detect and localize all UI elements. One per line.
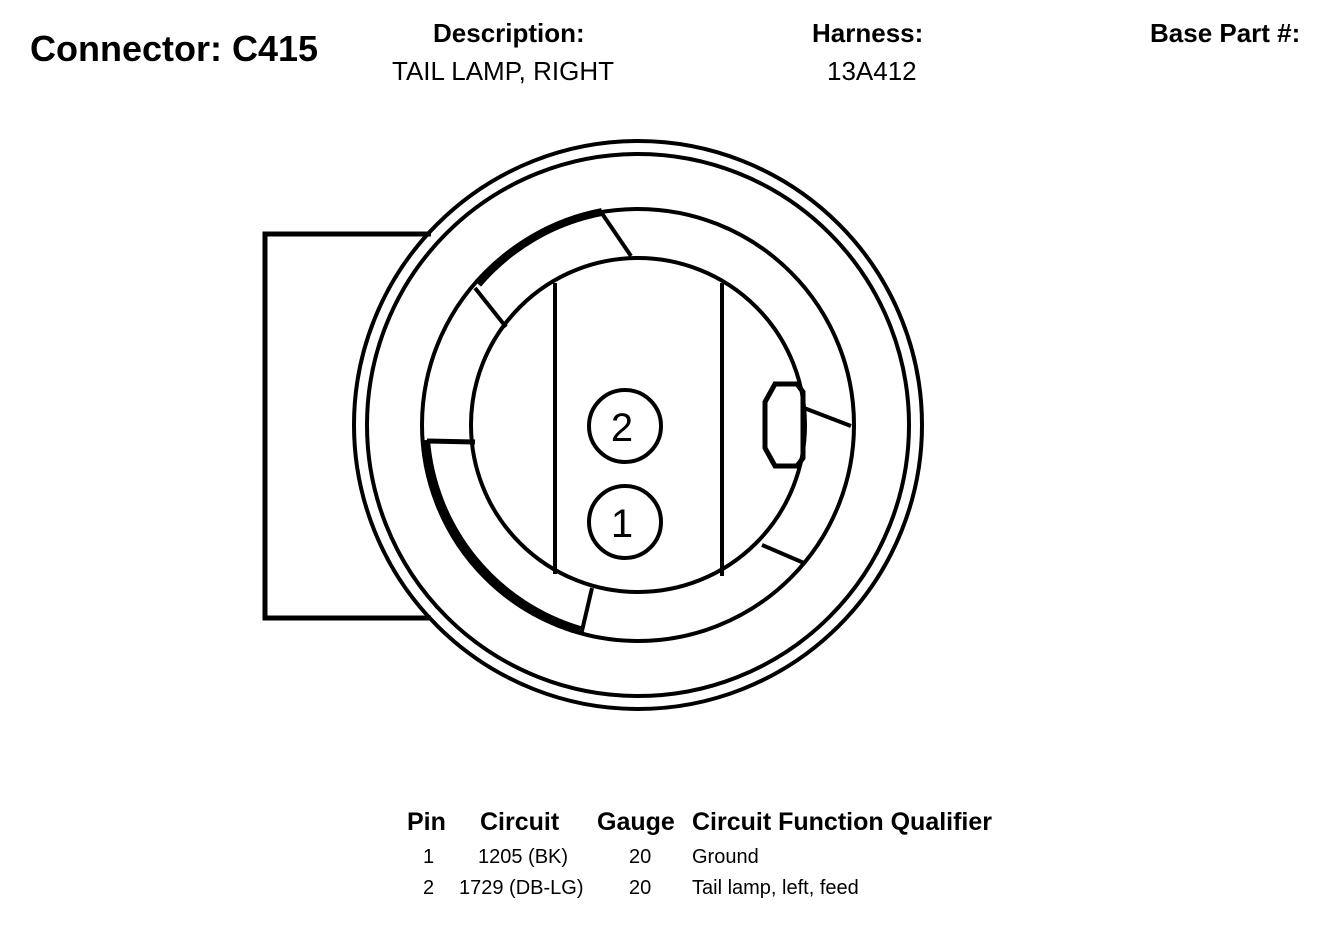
locking-tab — [762, 381, 806, 469]
connector-face-diagram: 2 1 — [262, 139, 924, 711]
col-header-pin: Pin — [407, 808, 446, 836]
harness-value: 13A412 — [827, 56, 917, 86]
cell-gauge: 20 — [629, 846, 652, 868]
cell-pin: 2 — [423, 877, 435, 899]
pin-cavity: 2 — [587, 388, 663, 464]
harness-label: Harness: — [812, 18, 924, 48]
cell-circuit: 1205 (BK) — [478, 846, 569, 868]
pin-cavity: 1 — [587, 484, 663, 560]
col-header-function: Circuit Function Qualifier — [692, 808, 993, 836]
latch-housing — [262, 231, 431, 621]
spoke-lower-left — [579, 587, 594, 636]
cell-function: Tail lamp, left, feed — [692, 877, 859, 899]
description-label: Description: — [433, 18, 585, 48]
cell-gauge: 20 — [629, 877, 652, 899]
cell-pin: 1 — [423, 846, 435, 868]
pin-circle-1 — [587, 484, 663, 560]
spoke-lower-right — [761, 543, 805, 565]
pin-number-1: 1 — [611, 502, 633, 546]
cell-circuit: 1729 (DB-LG) — [459, 877, 584, 899]
connector-title: Connector: C415 — [30, 28, 319, 69]
spoke-right — [803, 406, 852, 428]
outer-ring — [352, 139, 924, 711]
description-value: TAIL LAMP, RIGHT — [392, 56, 615, 86]
key-segment-upper — [474, 208, 603, 287]
pin-circle-2 — [587, 388, 663, 464]
col-header-circuit: Circuit — [480, 808, 560, 836]
spoke-upper-left — [473, 286, 508, 329]
spoke-top — [599, 210, 633, 258]
outer-ring-inner — [365, 152, 911, 698]
spoke-left — [426, 438, 476, 445]
key-segment-lower — [422, 439, 582, 634]
col-header-gauge: Gauge — [597, 808, 675, 836]
cell-function: Ground — [692, 846, 759, 868]
mid-ring — [420, 207, 856, 643]
base-part-label: Base Part #: — [1150, 18, 1301, 48]
pin-number-2: 2 — [611, 406, 633, 450]
